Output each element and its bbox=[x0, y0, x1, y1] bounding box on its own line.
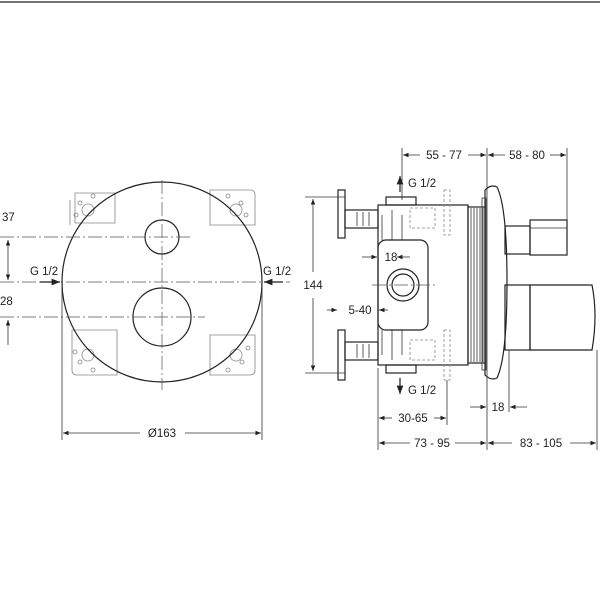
mounting-plates bbox=[69, 189, 256, 376]
outlet-bottom-label: G 1/2 bbox=[408, 385, 436, 397]
dim-30-65: 30-65 bbox=[398, 413, 427, 425]
side-view: 55 - 77 58 - 80 G 1/2 bbox=[303, 148, 598, 450]
dim-73-95: 73 - 95 bbox=[414, 438, 450, 450]
dim-18-port: 18 bbox=[385, 252, 398, 264]
dim-144: 144 bbox=[303, 280, 323, 292]
inlet-right-label: G 1/2 bbox=[263, 266, 291, 278]
inlet-left-label: G 1/2 bbox=[30, 266, 58, 278]
dim-55-77: 55 - 77 bbox=[426, 150, 462, 162]
front-view: 37 28 G 1/2 G 1/2 Ø163 bbox=[0, 180, 291, 440]
valve-body bbox=[337, 185, 596, 381]
dim-28: 28 bbox=[0, 296, 13, 308]
dim-18-plate: 18 bbox=[492, 402, 505, 414]
diameter-label: Ø163 bbox=[148, 428, 176, 440]
dim-83-105: 83 - 105 bbox=[520, 438, 562, 450]
outlet-top-label: G 1/2 bbox=[408, 178, 436, 190]
dim-58-80: 58 - 80 bbox=[509, 150, 545, 162]
dim-37: 37 bbox=[2, 212, 15, 224]
dim-5-40: 5-40 bbox=[348, 305, 371, 317]
